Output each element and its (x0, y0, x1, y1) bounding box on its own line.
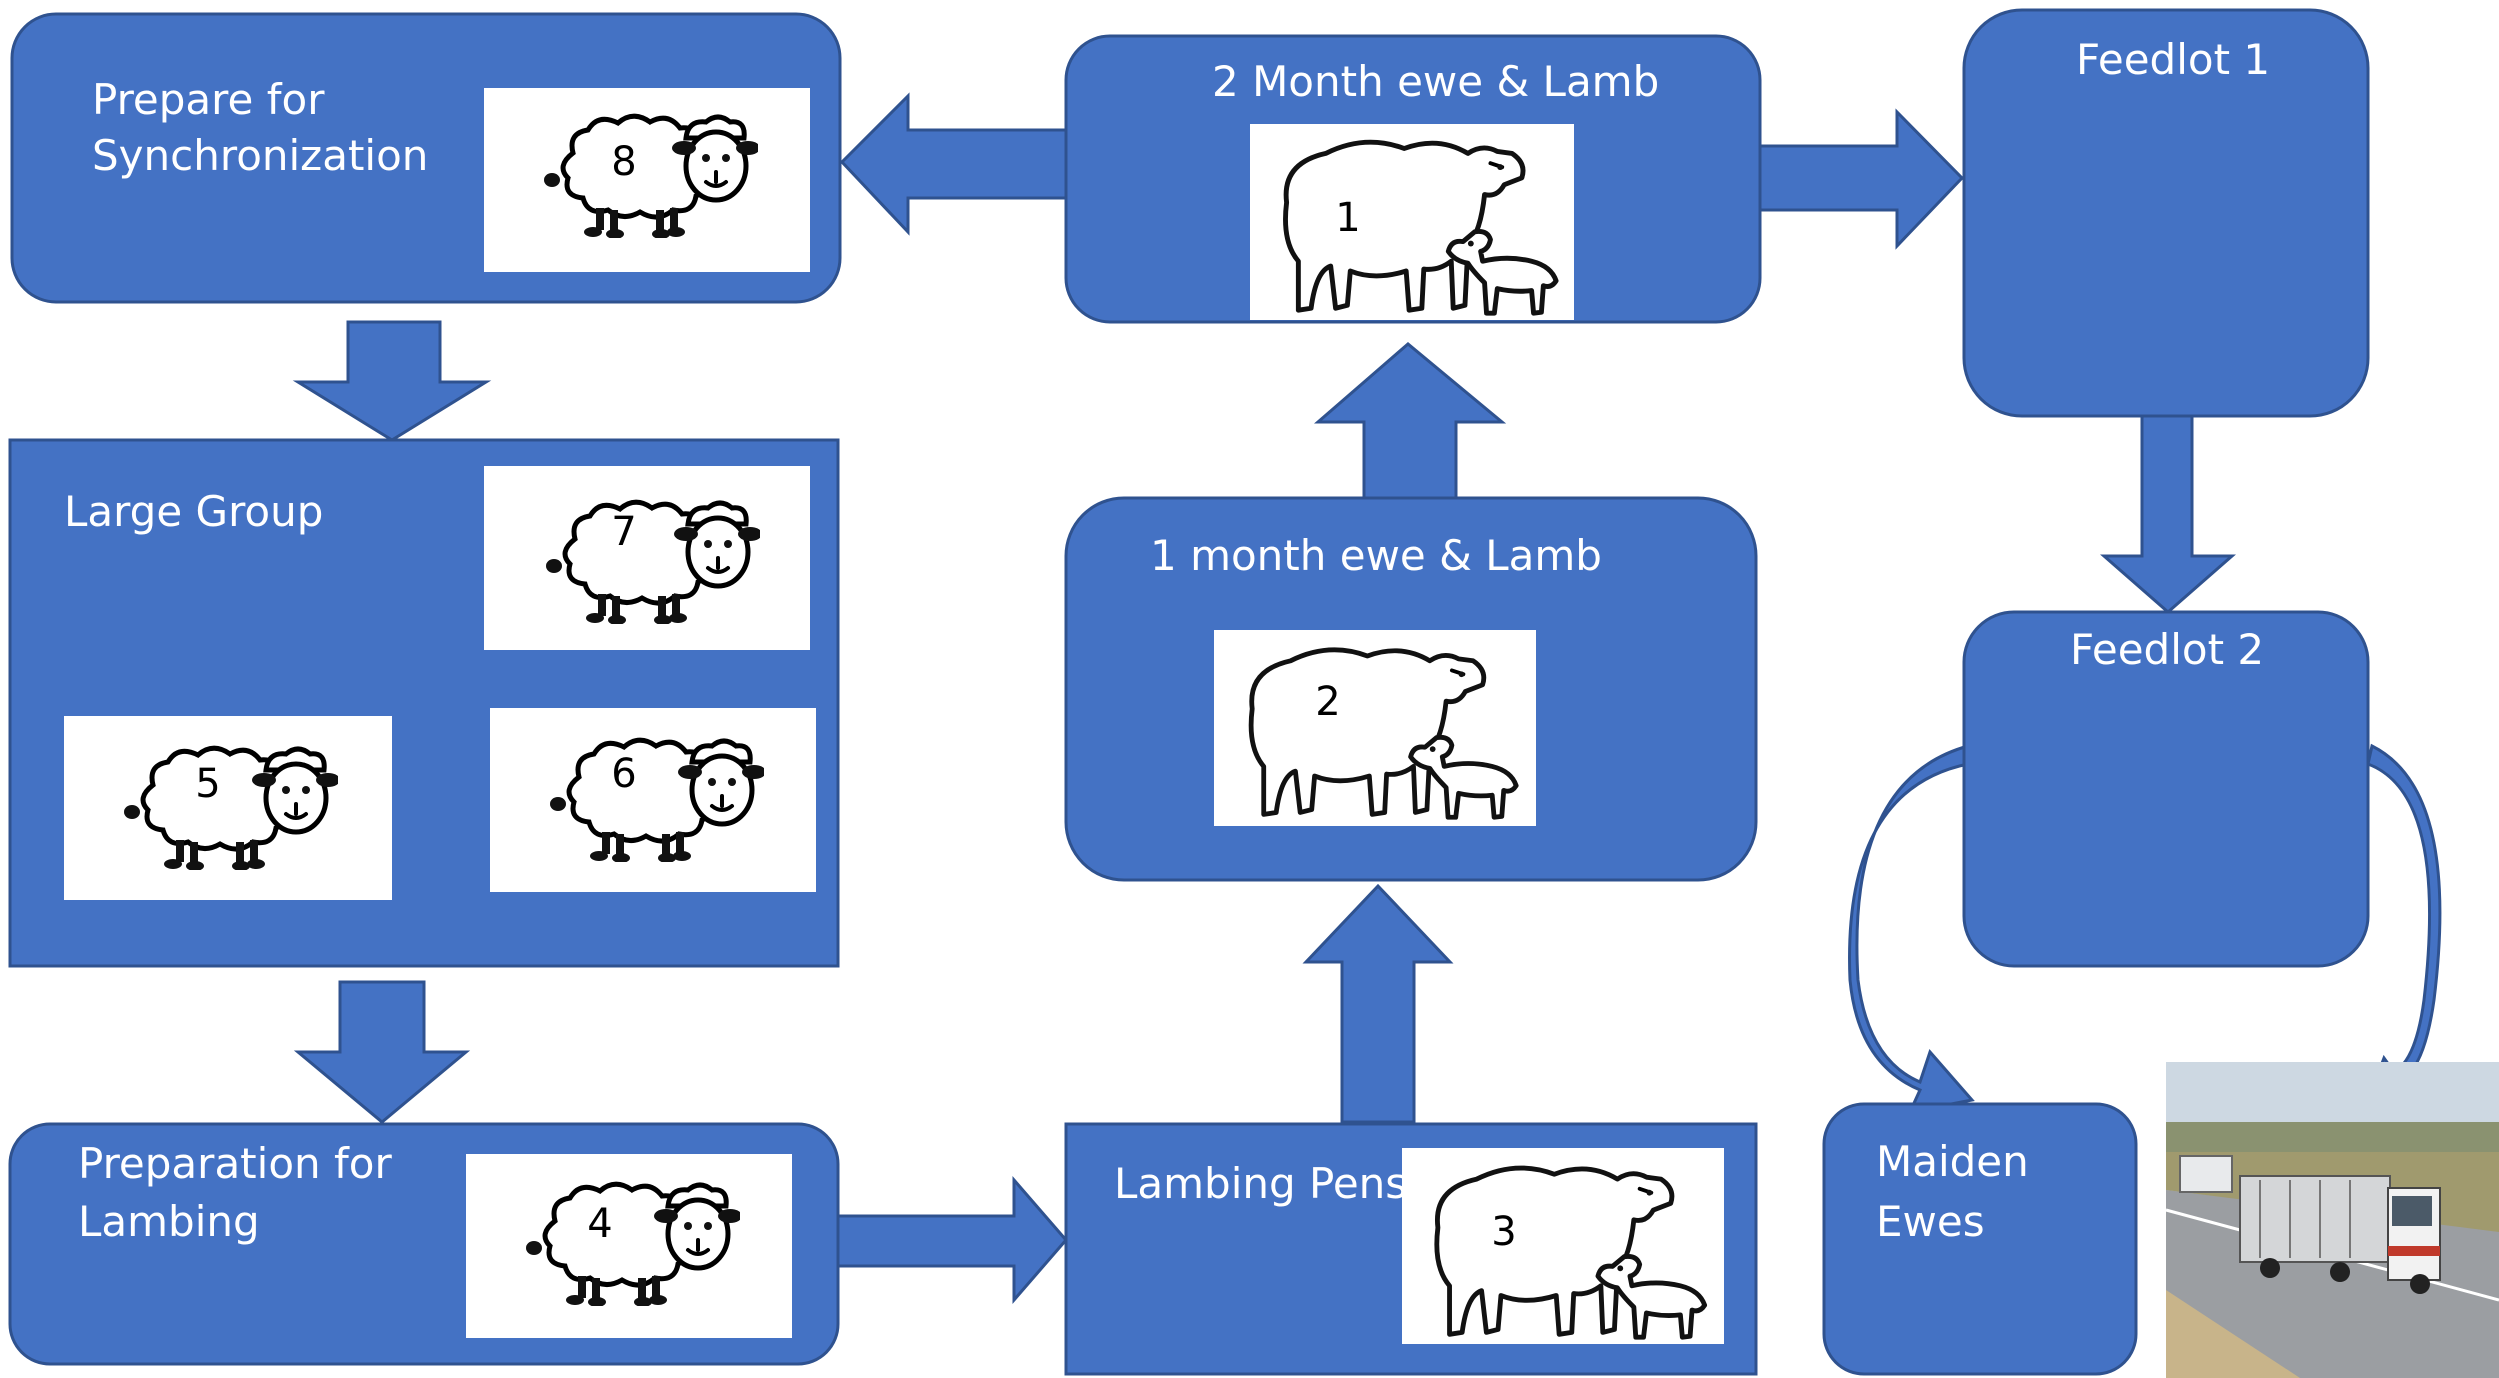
box-feedlot2 (1962, 610, 2370, 968)
arrow-lambing-pens-to-one-month (1302, 883, 1454, 1124)
prepare-sync-label-line1: Prepare for (92, 75, 325, 124)
feedlot1-label: Feedlot 1 (2076, 35, 2270, 84)
box-maiden-ewes (1822, 1102, 2138, 1376)
maiden-ewes-label-line1: Maiden (1876, 1137, 2029, 1186)
arrow-feedlot1-to-feedlot2 (2100, 414, 2236, 614)
feedlot2-label: Feedlot 2 (2070, 625, 2264, 674)
two-month-label: 2 Month ewe & Lamb (1212, 57, 1659, 106)
arrow-feedlot2-to-truck (2365, 743, 2442, 1102)
box-feedlot1 (1962, 8, 2370, 418)
arrow-prepare-sync-to-large-group (292, 320, 492, 442)
sheep-number-8: 8 (611, 139, 636, 185)
ewe-lamb-number-2: 2 (1315, 679, 1340, 725)
arrow-two-month-to-prepare-sync (839, 92, 1070, 236)
arrow-prep-lambing-to-lambing-pens (834, 1175, 1068, 1305)
lambing-pens-label: Lambing Pens (1114, 1159, 1407, 1208)
sheep-number-5: 5 (195, 761, 220, 807)
sheep-number-6: 6 (611, 751, 636, 797)
large-group-label: Large Group (64, 487, 323, 536)
arrow-one-month-to-two-month (1313, 342, 1507, 500)
prep-lambing-label-line1: Preparation for (78, 1139, 392, 1188)
sheep-number-7: 7 (611, 509, 636, 555)
maiden-ewes-label-line2: Ewes (1876, 1197, 1985, 1246)
prepare-sync-label-line2: Synchronization (92, 131, 428, 180)
sheep-number-4: 4 (587, 1201, 612, 1247)
arrow-large-group-to-prep-lambing (293, 980, 471, 1124)
one-month-label: 1 month ewe & Lamb (1150, 531, 1602, 580)
ewe-lamb-number-1: 1 (1335, 195, 1360, 241)
livestock-truck-photo (2165, 1062, 2499, 1378)
arrow-two-month-to-feedlot1 (1758, 108, 1965, 250)
prep-lambing-label-line2: Lambing (78, 1197, 260, 1246)
arrow-feedlot2-to-maiden-ewes (1848, 744, 1975, 1115)
ewe-lamb-number-3: 3 (1491, 1209, 1516, 1255)
